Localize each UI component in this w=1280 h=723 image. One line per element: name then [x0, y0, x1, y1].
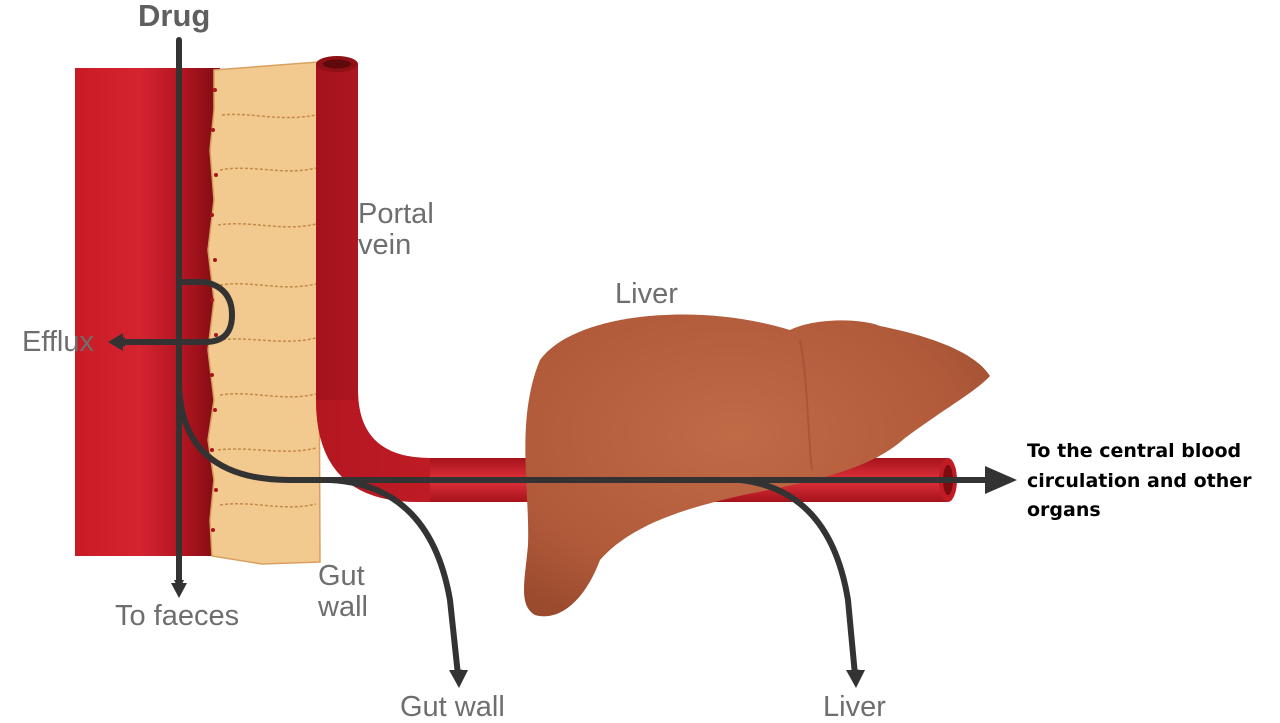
efflux-label: Efflux — [22, 326, 95, 358]
to-faeces-label: To faeces — [115, 600, 240, 632]
liver-organ — [524, 314, 990, 617]
gut-wall-cells — [207, 61, 321, 565]
drug-pathway — [115, 37, 1005, 680]
gut-wall-tissue-label: Gut wall — [318, 560, 368, 623]
gut-lumen — [75, 68, 220, 556]
gut-wall-metabolism-label: Gut wall — [400, 691, 505, 723]
liver-organ-label: Liver — [615, 278, 678, 310]
faeces-arrowhead — [171, 583, 187, 598]
gut-wall-metabolism-path — [327, 477, 463, 680]
liver-arrowhead — [846, 670, 865, 688]
efflux-arrowhead — [108, 333, 123, 351]
portal-vein-label: Portal vein — [358, 198, 434, 261]
gut-wall-arrowhead — [449, 670, 468, 688]
efflux-loop — [115, 279, 236, 347]
central-circulation-arrowhead — [985, 466, 1017, 494]
drug-label: Drug — [138, 0, 211, 33]
central-circulation-label: To the central blood circulation and oth… — [1027, 440, 1252, 521]
liver-metabolism-path — [737, 477, 860, 680]
liver-metabolism-label: Liver — [823, 691, 886, 723]
